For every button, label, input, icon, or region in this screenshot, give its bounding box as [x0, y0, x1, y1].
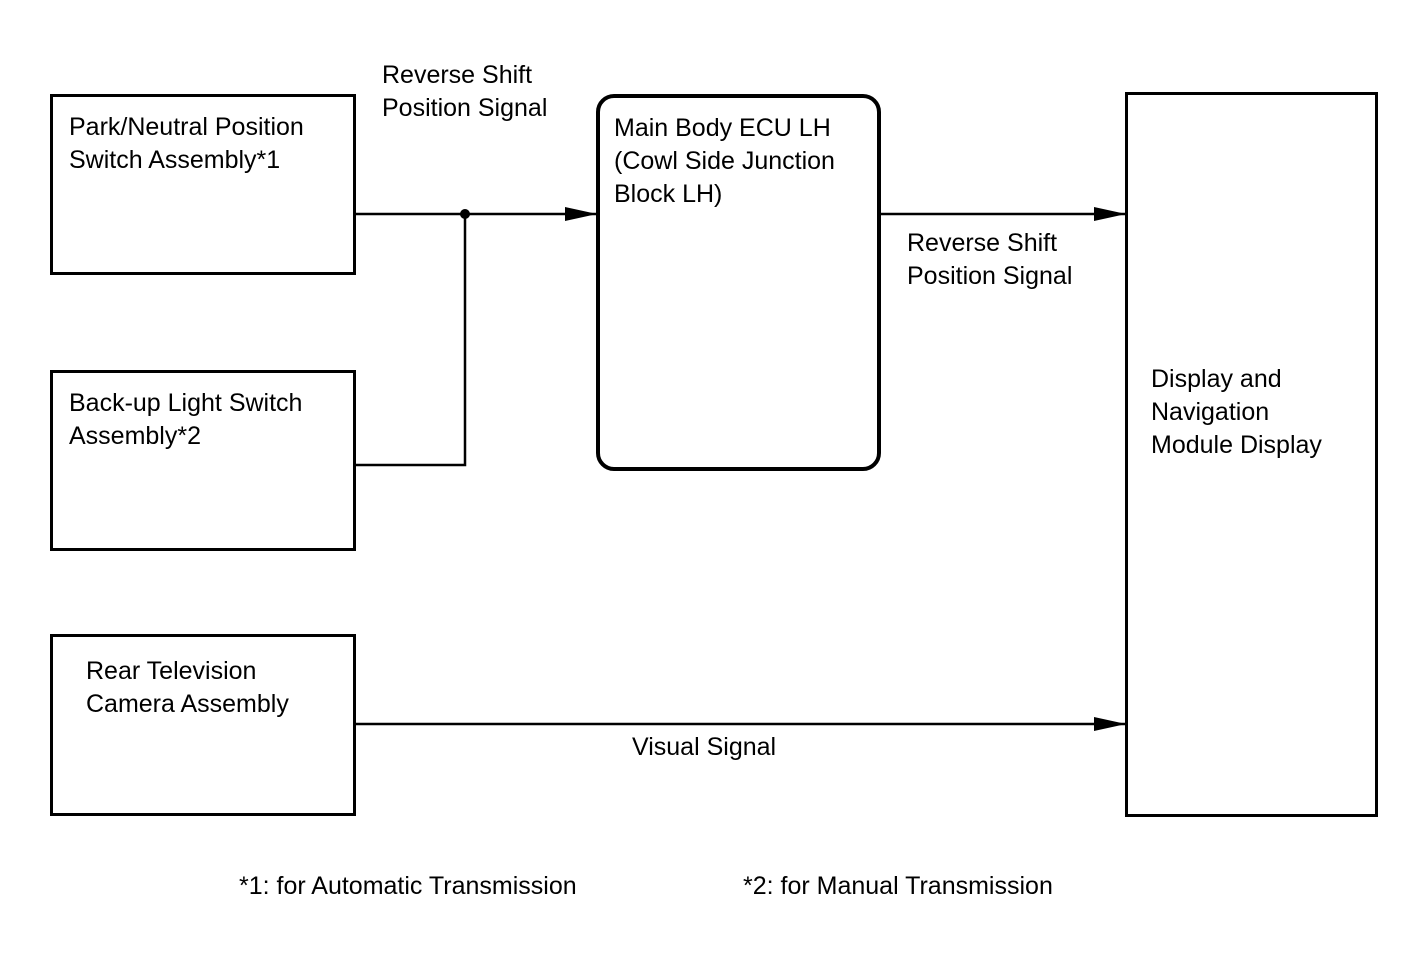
reverse-signal-out-label: Reverse Shift Position Signal — [907, 229, 1073, 290]
main-body-ecu-label: Main Body ECU LH (Cowl Side Junction Blo… — [614, 114, 835, 208]
display-navigation-block: Display and Navigation Module Display — [1125, 92, 1378, 817]
main-body-ecu-block: Main Body ECU LH (Cowl Side Junction Blo… — [596, 94, 881, 471]
rear-camera-label: Rear Television Camera Assembly — [86, 657, 289, 718]
backup-to-junction-line — [355, 214, 467, 467]
rear-camera-block: Rear Television Camera Assembly — [50, 634, 356, 816]
visual-signal-label: Visual Signal — [632, 733, 777, 761]
backup-light-switch-label: Back-up Light Switch Assembly*2 — [69, 389, 303, 450]
junction-dot — [460, 209, 470, 219]
display-navigation-label: Display and Navigation Module Display — [1151, 365, 1322, 459]
park-neutral-switch-label: Park/Neutral Position Switch Assembly*1 — [69, 113, 304, 174]
footnote-manual: *2: for Manual Transmission — [743, 872, 1053, 900]
backup-light-switch-block: Back-up Light Switch Assembly*2 — [50, 370, 356, 551]
park-neutral-switch-block: Park/Neutral Position Switch Assembly*1 — [50, 94, 356, 275]
reverse-signal-in-label: Reverse Shift Position Signal — [382, 61, 548, 122]
footnote-automatic: *1: for Automatic Transmission — [239, 872, 577, 900]
